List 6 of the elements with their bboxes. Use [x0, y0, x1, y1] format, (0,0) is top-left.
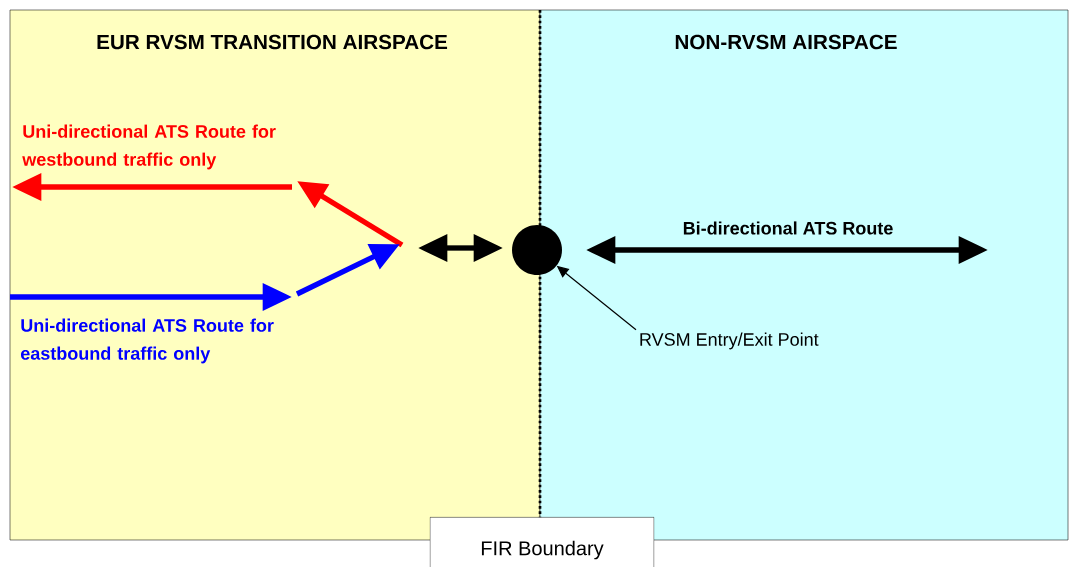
boundary-label-box: FIR Boundary: [429, 517, 655, 567]
route-label: Uni-directional ATS Route for eastbound traffic only: [21, 318, 274, 364]
route-label: Bi-directional ATS Route: [683, 221, 893, 235]
route-label: Uni-directional ATS Route for westbound traffic only: [22, 124, 276, 170]
entry-point-dot: [512, 225, 562, 275]
point-label: RVSM Entry/Exit Point: [640, 332, 819, 350]
